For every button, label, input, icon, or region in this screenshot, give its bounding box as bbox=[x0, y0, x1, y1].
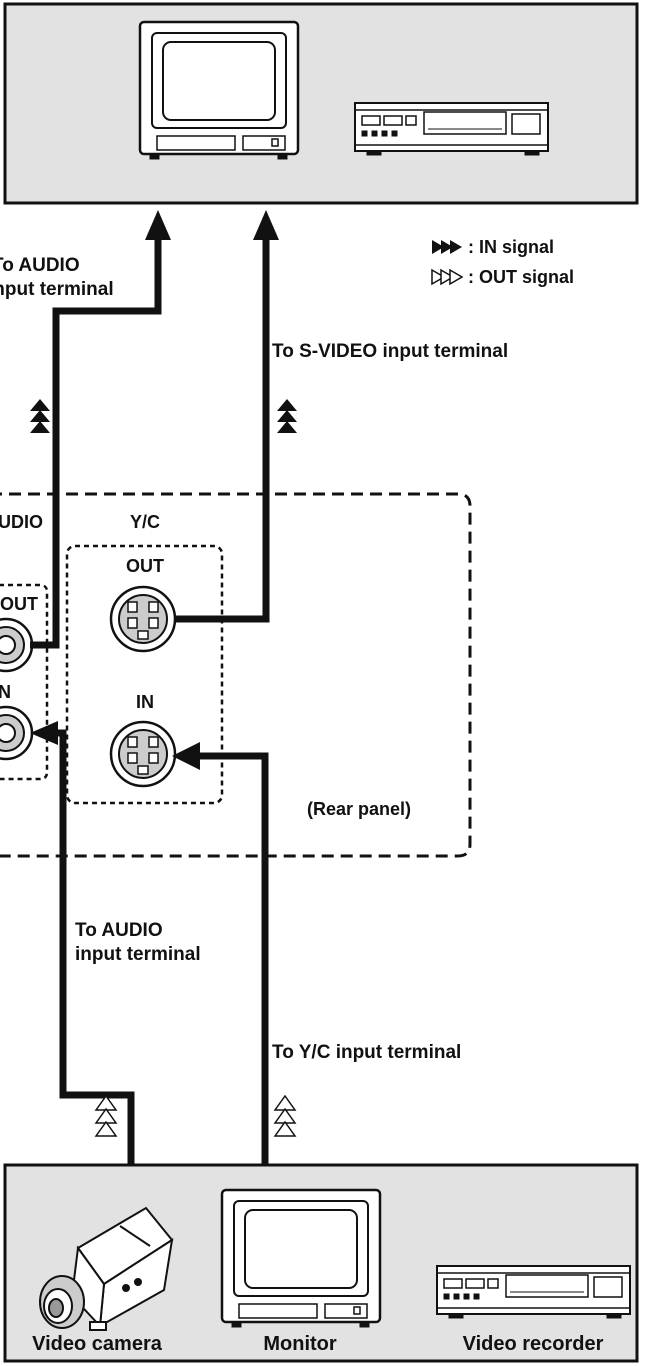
yc-in-label: IN bbox=[136, 692, 154, 712]
cable-yc-out bbox=[176, 236, 270, 623]
legend-in-label: : IN signal bbox=[468, 237, 554, 257]
yc-header: Y/C bbox=[130, 512, 160, 532]
rear-panel-outline bbox=[0, 492, 472, 858]
cable-yc-in bbox=[198, 752, 269, 1168]
audio-out-label: OUT bbox=[0, 594, 38, 614]
bottom-audio-label-line1: To AUDIO bbox=[75, 920, 163, 941]
yc-in-jack-icon bbox=[109, 720, 177, 788]
in-signal-chevrons-right-icon bbox=[277, 399, 297, 433]
audio-out-jack-icon bbox=[0, 617, 34, 673]
bottom-audio-label-line2: input terminal bbox=[75, 944, 201, 965]
in-signal-chevrons-left-icon bbox=[30, 399, 50, 433]
top-video-recorder-icon bbox=[354, 102, 549, 156]
rear-panel-label: (Rear panel) bbox=[307, 799, 411, 819]
monitor-icon bbox=[220, 1188, 382, 1328]
video-recorder-icon bbox=[436, 1265, 631, 1319]
arrowhead-left-audio-in bbox=[30, 721, 58, 745]
top-svideo-label: To S-VIDEO input terminal bbox=[272, 341, 508, 362]
cable-audio-in bbox=[52, 729, 135, 1168]
audio-in-label: IN bbox=[0, 682, 11, 702]
monitor-label: Monitor bbox=[263, 1333, 337, 1355]
yc-out-jack-icon bbox=[109, 585, 177, 653]
video-camera-label: Video camera bbox=[32, 1333, 163, 1355]
yc-out-label: OUT bbox=[126, 556, 164, 576]
legend-out-label: : OUT signal bbox=[468, 267, 574, 287]
out-signal-chevrons-left-icon bbox=[94, 1094, 118, 1137]
video-camera-icon bbox=[39, 1206, 174, 1331]
arrowhead-up-svideo bbox=[253, 210, 279, 240]
audio-header: AUDIO bbox=[0, 512, 43, 532]
top-monitor-icon bbox=[138, 20, 300, 160]
yc-jack-group-outline bbox=[65, 544, 224, 805]
cable-audio-out bbox=[30, 236, 162, 649]
legend: : IN signal : OUT signal bbox=[431, 237, 574, 287]
out-signal-chevrons-right-icon bbox=[273, 1094, 297, 1137]
audio-in-jack-icon bbox=[0, 705, 34, 761]
top-audio-label-line2: input terminal bbox=[0, 279, 114, 300]
video-recorder-label: Video recorder bbox=[463, 1333, 604, 1355]
in-signal-arrows-icon bbox=[432, 240, 462, 254]
top-audio-label-line1: To AUDIO bbox=[0, 255, 80, 276]
arrowhead-left-yc-in bbox=[172, 742, 200, 770]
out-signal-arrows-icon bbox=[431, 268, 464, 286]
arrowhead-up-audio bbox=[145, 210, 171, 240]
bottom-yc-label: To Y/C input terminal bbox=[272, 1042, 461, 1063]
